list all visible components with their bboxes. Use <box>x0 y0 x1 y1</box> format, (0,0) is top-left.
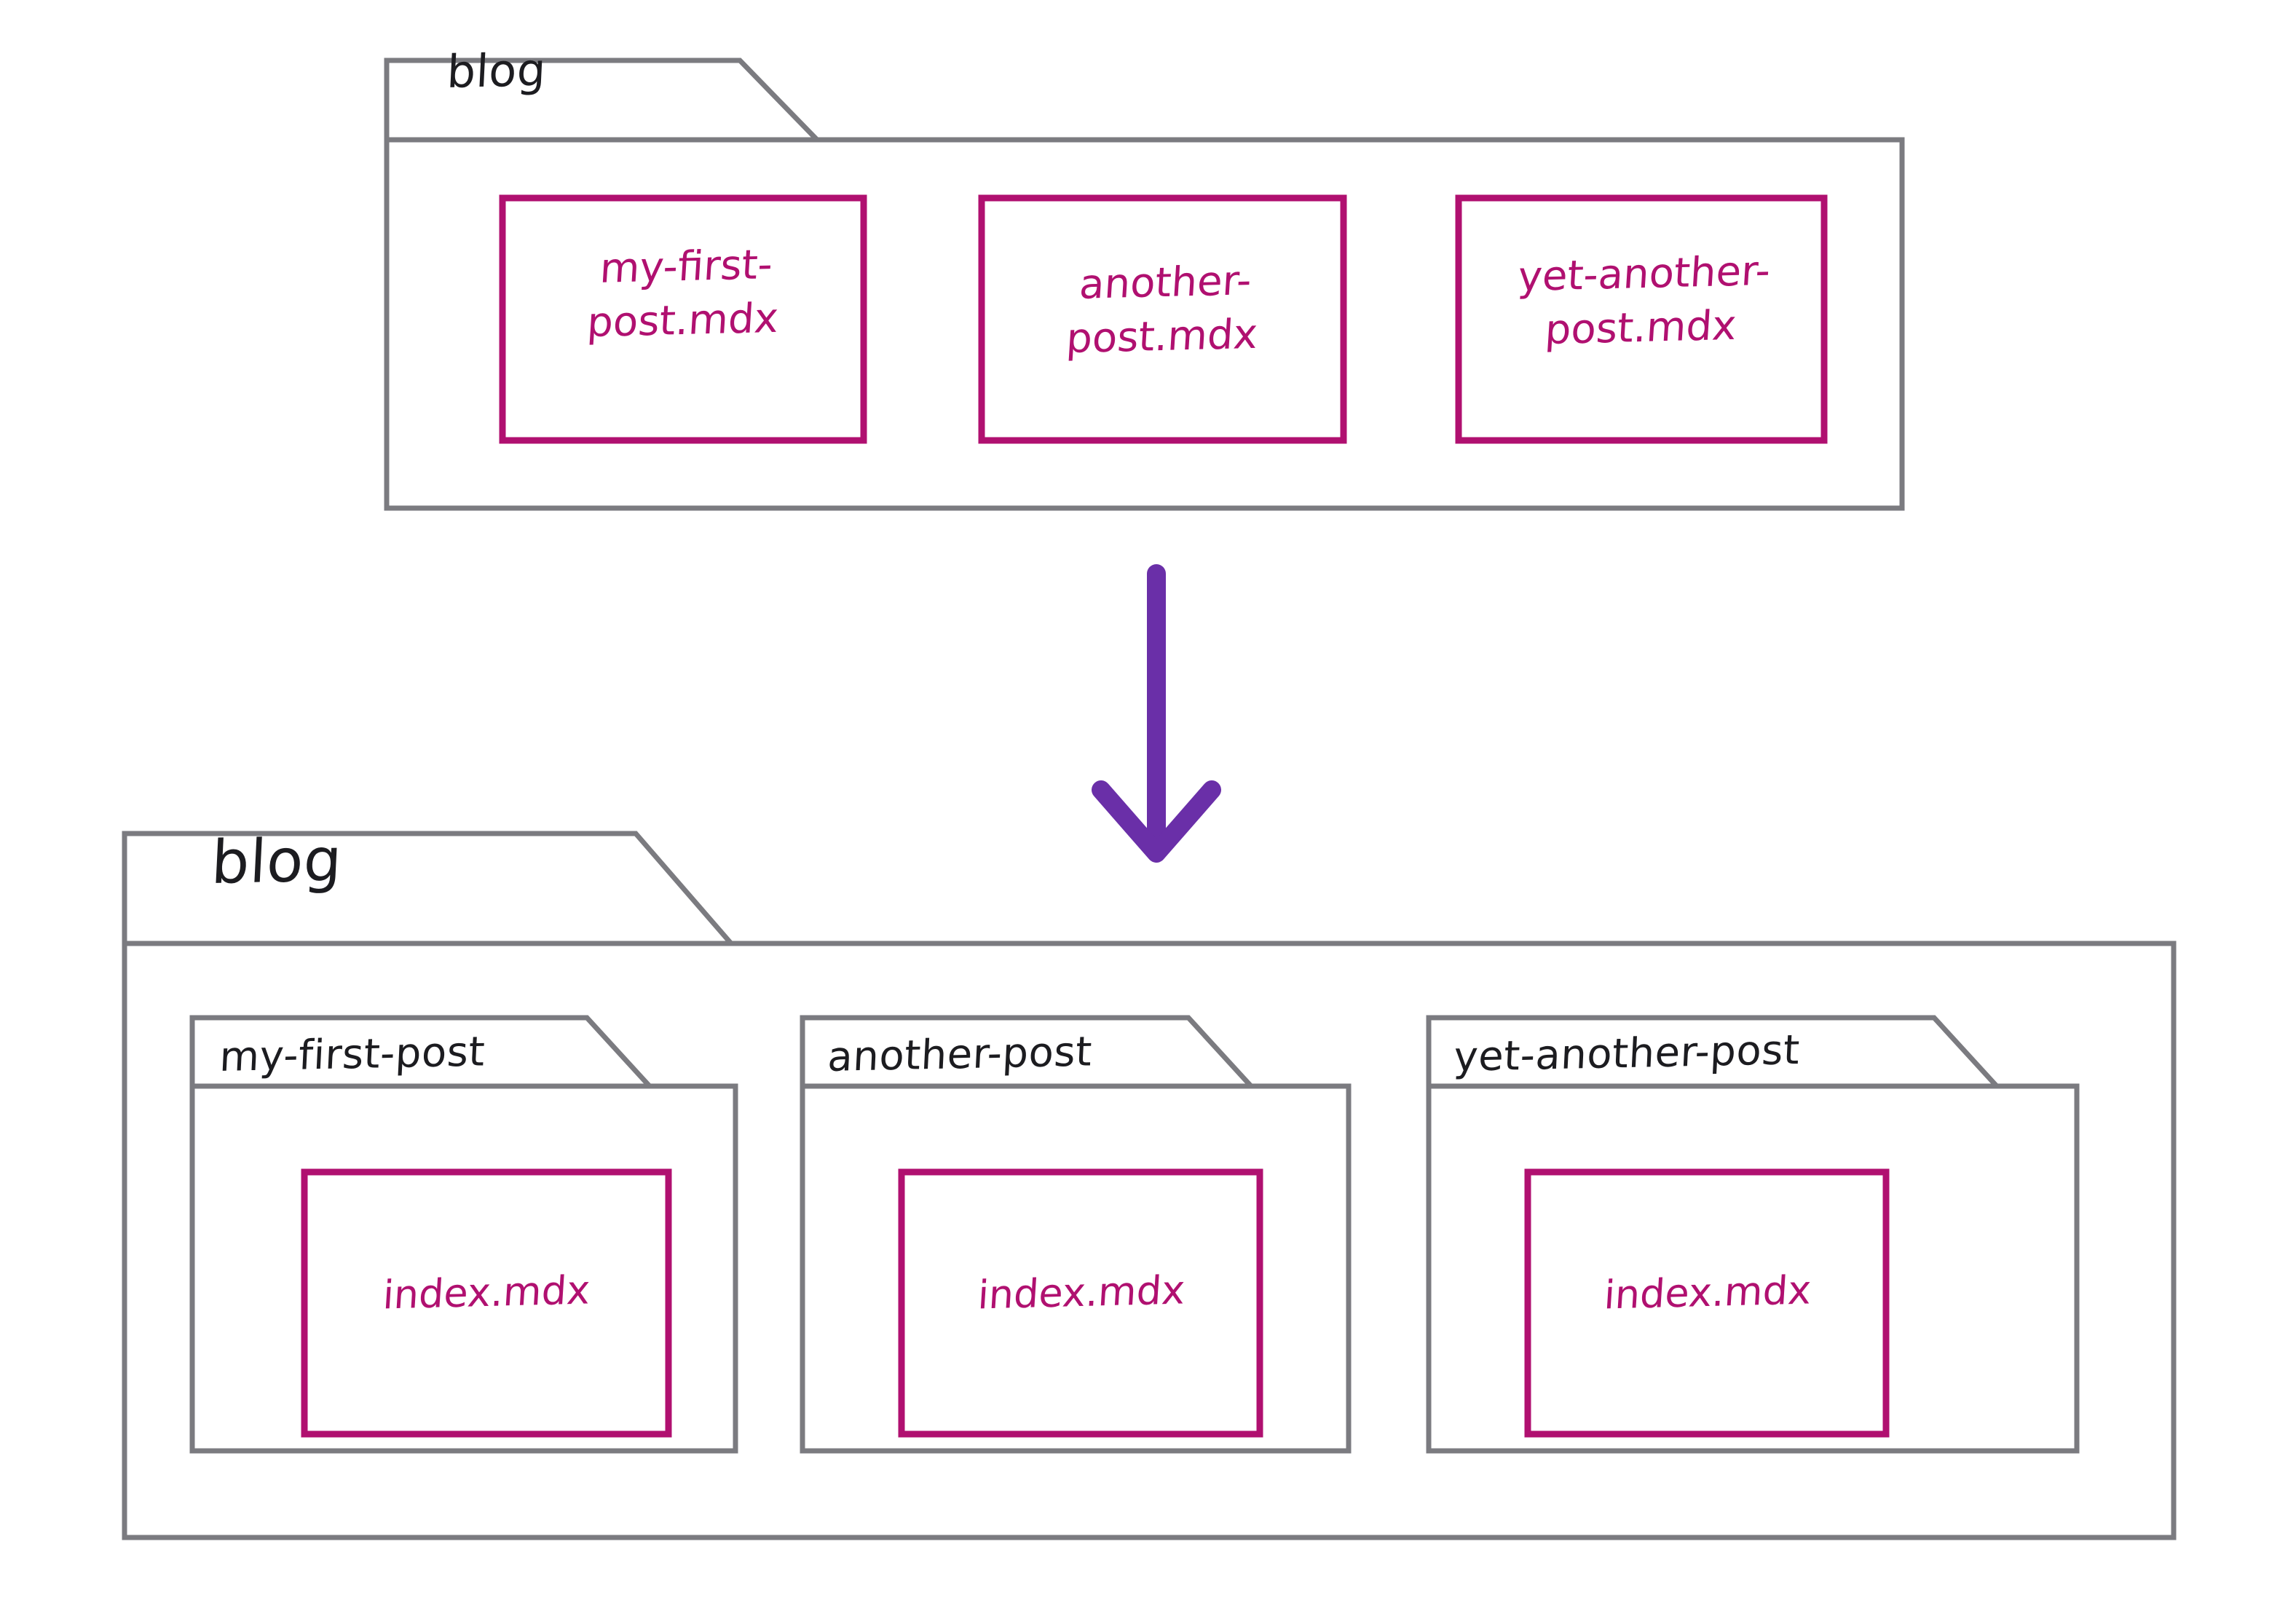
arrow-down-icon <box>1092 564 1221 863</box>
file-box-index-another-post[interactable] <box>898 1168 1263 1438</box>
before-folder-shape <box>384 58 1905 511</box>
after-folder-shape <box>122 831 2177 1540</box>
file-box-another-post[interactable] <box>978 194 1347 444</box>
file-box-index-yet-another-post[interactable] <box>1524 1168 1890 1438</box>
file-box-yet-another-post[interactable] <box>1455 194 1828 444</box>
subfolder-yet-another-post-shape[interactable] <box>1426 1015 2080 1454</box>
subfolder-another-post-shape[interactable] <box>800 1015 1352 1454</box>
file-box-my-first-post[interactable] <box>499 194 867 444</box>
file-box-index-my-first-post[interactable] <box>301 1168 672 1438</box>
subfolder-my-first-post-shape[interactable] <box>189 1015 738 1454</box>
